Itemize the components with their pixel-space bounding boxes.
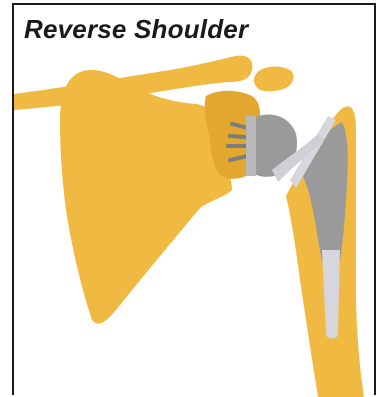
acromion [254,67,294,92]
glenosphere-base [246,116,256,176]
diagram-title: Reverse Shoulder [24,14,248,45]
